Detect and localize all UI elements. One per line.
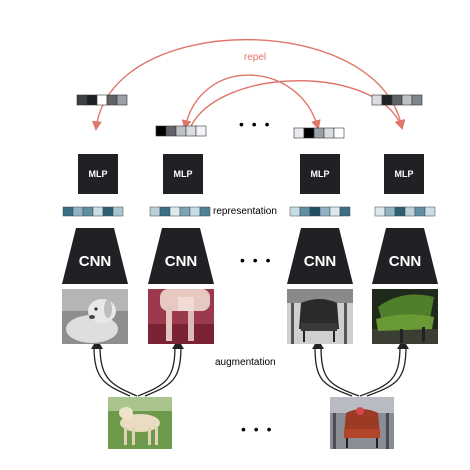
ellipsis-encoders: • • • [240,252,273,268]
representation-vector-3 [289,206,351,217]
augment-arrow-1a [93,345,131,397]
repel-arc-left [181,74,321,130]
augment-arrow-4b [366,345,407,397]
mlp-block-3: MLP [300,154,340,194]
augmentation-label: augmentation [215,357,276,368]
augment-arrowhead-4 [397,339,409,349]
chair-photo [330,397,394,449]
mlp-block-2: MLP [163,154,203,194]
augment-arrowhead-1 [91,339,103,349]
augment-arrow-3b [320,345,360,397]
augment-arrow-4a [359,345,401,397]
cnn-block-3: CNN [287,228,353,284]
representation-vector-1 [62,206,124,217]
cnn-block-2: CNN [148,228,214,284]
representation-vector-4 [374,206,436,217]
repel-arc-outer [92,39,406,131]
augment-arrow-1b [99,345,138,397]
ellipsis-embeddings: • • • [239,116,272,132]
repel-label: repel [243,52,267,63]
grayscale-dog-photo [62,289,128,344]
mlp-block-4: MLP [384,154,424,194]
representation-label: representation [212,206,278,217]
augment-arrow-2b [144,345,182,397]
cnn-label-1: CNN [78,253,112,270]
red-tinted-dog-photo [148,289,214,344]
embedding-vector-1 [76,94,128,106]
grayscale-chair-photo [287,289,353,344]
green-chair-photo [372,289,438,344]
embedding-vector-3 [293,127,345,139]
cnn-block-4: CNN [372,228,438,284]
cnn-label-2: CNN [164,253,198,270]
augment-arrowhead-3 [312,339,324,349]
augment-arrow-2a [137,345,176,397]
augment-arrowhead-2 [172,339,184,349]
repel-arc-right [189,80,405,130]
cnn-block-1: CNN [62,228,128,284]
cnn-label-4: CNN [388,253,422,270]
embedding-vector-4 [371,94,423,106]
embedding-vector-2 [155,125,207,137]
mlp-block-1: MLP [78,154,118,194]
representation-vector-2 [149,206,211,217]
dog-photo [108,397,172,449]
ellipsis-originals: • • • [241,421,274,437]
augment-arrow-3a [314,345,353,397]
cnn-label-3: CNN [303,253,337,270]
